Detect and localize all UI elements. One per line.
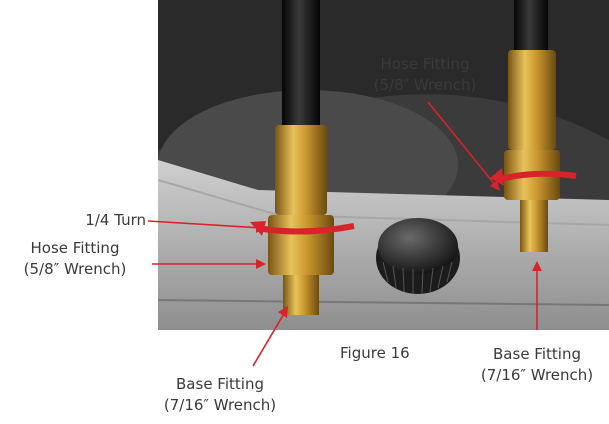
fitting-illustration [158, 0, 609, 330]
right-turn-indicator [497, 170, 577, 183]
right-hose-fitting [508, 50, 556, 150]
base-fitting-left-wrench: (7/16″ Wrench) [163, 396, 277, 414]
turn-label: 1/4 Turn [85, 211, 146, 229]
figure-caption: Figure 16 [340, 344, 410, 362]
left-turn-indicator [257, 223, 355, 235]
left-base-fitting [283, 275, 319, 315]
right-hose [514, 0, 548, 55]
base-fitting-right-label: Base Fitting (7/16″ Wrench) [467, 344, 607, 386]
base-fitting-right-title: Base Fitting [493, 345, 581, 363]
fitting-photo [158, 0, 609, 330]
hose-fitting-right-wrench: (5/8″ Wrench) [373, 76, 477, 94]
left-hose [282, 0, 320, 130]
right-base-fitting [520, 200, 548, 252]
hose-fitting-left-title: Hose Fitting [30, 239, 120, 257]
hose-fitting-left-wrench: (5/8″ Wrench) [23, 260, 127, 278]
base-fitting-left-title: Base Fitting [176, 375, 264, 393]
left-hose-fitting [275, 125, 327, 215]
base-fitting-left-label: Base Fitting (7/16″ Wrench) [150, 374, 290, 416]
hose-fitting-left-label: Hose Fitting (5/8″ Wrench) [10, 238, 140, 280]
hose-fitting-right-label: Hose Fitting (5/8″ Wrench) [355, 54, 495, 96]
hose-fitting-right-title: Hose Fitting [380, 55, 470, 73]
base-fitting-right-wrench: (7/16″ Wrench) [480, 366, 594, 384]
